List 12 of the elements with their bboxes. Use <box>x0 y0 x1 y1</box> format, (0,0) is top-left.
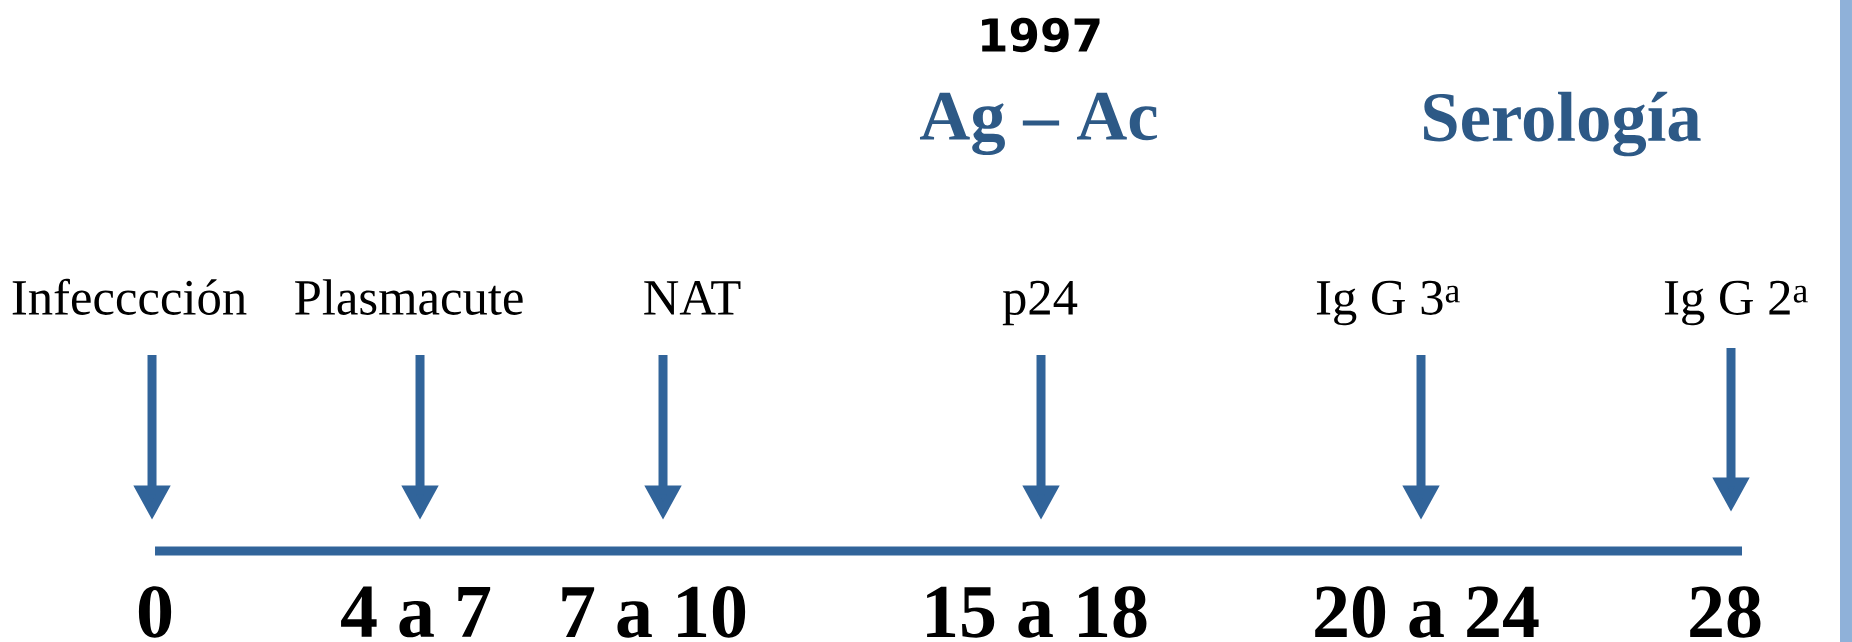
year-label: 1997 <box>982 17 1100 53</box>
section-heading: Serología <box>1424 91 1701 157</box>
timeline-bar <box>155 546 1742 556</box>
event-label: Plasmacute <box>295 279 523 315</box>
day-label: 28 <box>1690 586 1761 638</box>
section-heading: Ag – Ac <box>920 92 1157 156</box>
event-label: Ig G 3$^{a}$ <box>1316 280 1460 326</box>
event-label: p24 <box>1002 280 1078 326</box>
event-label: Ig G 2$^{a}$ <box>1664 280 1808 326</box>
event-label: NAT <box>644 280 741 315</box>
event-label: Infecccción <box>12 278 247 315</box>
day-label: 0 <box>138 586 172 638</box>
